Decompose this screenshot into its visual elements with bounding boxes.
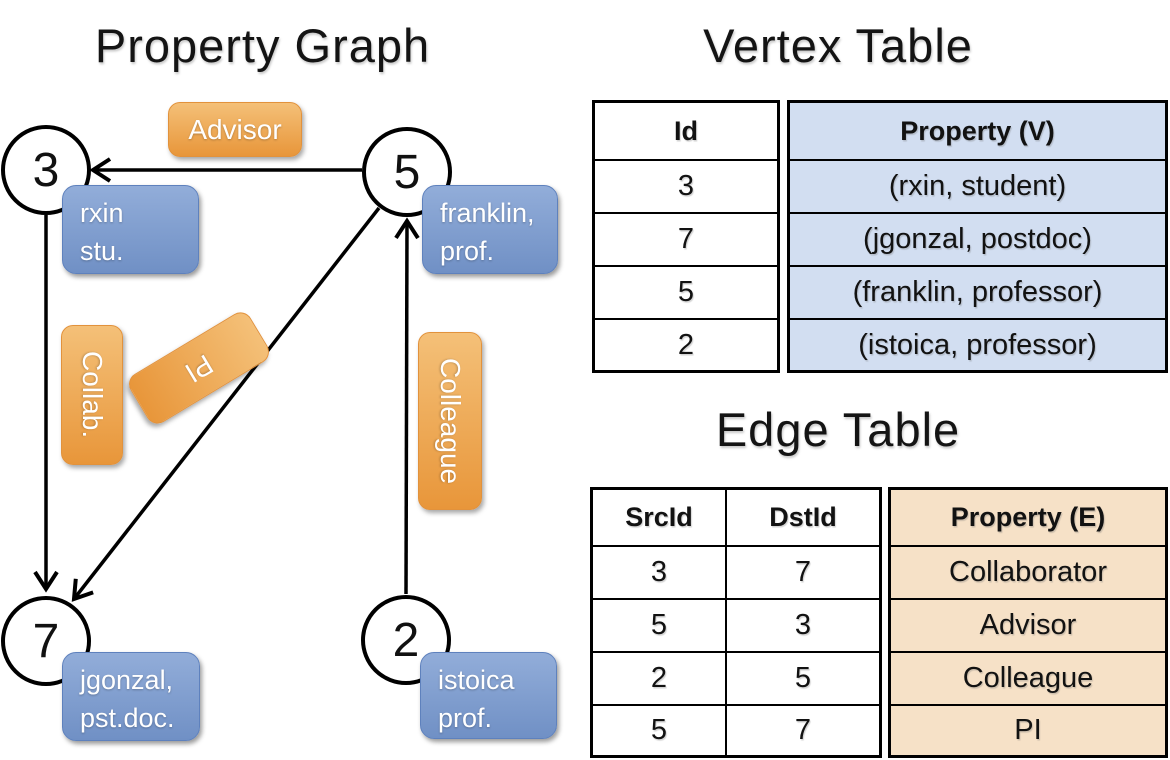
- edge-label-advisor: Advisor: [168, 102, 302, 157]
- edge-colleague-2-to-5: [394, 217, 420, 595]
- vertex-table-cell: (jgonzal, postdoc): [790, 212, 1165, 265]
- graph-node-2: 2: [361, 595, 451, 685]
- property-graph-panel: Property Graph 3 5 7 2 rxin: [1, 19, 558, 741]
- edge-table-cell: 3: [593, 545, 725, 598]
- vertex-table-property-column: Property (V) (rxin, student) (jgonzal, p…: [787, 100, 1168, 373]
- edge-table-cell: 7: [725, 545, 879, 598]
- node-id: 2: [392, 613, 420, 667]
- vertex-table-cell: 3: [595, 159, 777, 212]
- vertex-table-cell: (istoica, professor): [790, 318, 1165, 370]
- edge-table-header-dstid: DstId: [725, 490, 879, 545]
- vertex-property-line: prof.: [440, 236, 495, 267]
- edge-pi-5-to-7: [71, 206, 381, 602]
- graph-node-5: 5: [362, 127, 452, 217]
- vertex-property-box-5: franklin, prof.: [422, 185, 558, 274]
- vertex-table-cell: 2: [595, 318, 777, 370]
- edge-table-cell: 5: [593, 704, 725, 755]
- edge-table-cell: 3: [725, 598, 879, 651]
- edge-table-title: Edge Table: [715, 403, 961, 456]
- vertex-property-line: istoica: [438, 665, 515, 695]
- edge-table-cell: 7: [725, 704, 879, 755]
- vertex-property-box-3: rxin stu.: [62, 185, 199, 274]
- node-id: 7: [32, 614, 60, 668]
- tables-panel: Vertex Table Id 3 7 5 2 Property (V) (rx…: [585, 0, 1170, 760]
- vertex-property-line: jgonzal,: [80, 665, 174, 695]
- edge-table-cell: PI: [891, 704, 1165, 755]
- vertex-property-box-2: istoica prof.: [420, 652, 557, 739]
- graph-title: Property Graph: [94, 19, 431, 72]
- vertex-property-line: rxin: [80, 198, 124, 228]
- edge-table-header-srcid: SrcId: [625, 502, 693, 532]
- vertex-property-box-7: jgonzal, pst.doc.: [62, 652, 200, 741]
- edge-table-cell: 5: [725, 651, 879, 704]
- vertex-property-line: pst.doc.: [80, 703, 175, 734]
- edge-table-cell: Colleague: [891, 651, 1165, 704]
- edge-table-cell: Advisor: [891, 598, 1165, 651]
- edge-table-cell: 5: [593, 598, 725, 651]
- vertex-table-title: Vertex Table: [703, 19, 973, 72]
- vertex-table-header-id: Id: [674, 115, 698, 146]
- edge-table-property-column: Property (E) Collaborator Advisor Collea…: [888, 487, 1168, 758]
- edge-table-cell: 2: [593, 651, 725, 704]
- vertex-table-cell: 5: [595, 265, 777, 318]
- graph-edges-layer: [33, 157, 420, 602]
- edge-table-cell: Collaborator: [891, 545, 1165, 598]
- vertex-property-line: franklin,: [440, 198, 535, 228]
- edge-table-id-columns: SrcId DstId 3 7 5 3 2 5 5 7: [590, 487, 882, 758]
- vertex-property-line: stu.: [80, 236, 124, 267]
- edge-table-header-property: Property (E): [891, 490, 1165, 545]
- vertex-property-line: prof.: [438, 703, 493, 734]
- node-id: 3: [32, 143, 60, 197]
- vertex-table-id-column: Id 3 7 5 2: [592, 100, 780, 373]
- edge-label-colleague: Colleague: [418, 332, 482, 510]
- vertex-table-header-property: Property (V): [790, 103, 1165, 159]
- vertex-table-cell: (franklin, professor): [790, 265, 1165, 318]
- vertex-table-cell: (rxin, student): [790, 159, 1165, 212]
- node-id: 5: [393, 145, 421, 199]
- edge-label-collab: Collab.: [61, 325, 123, 465]
- vertex-table-cell: 7: [595, 212, 777, 265]
